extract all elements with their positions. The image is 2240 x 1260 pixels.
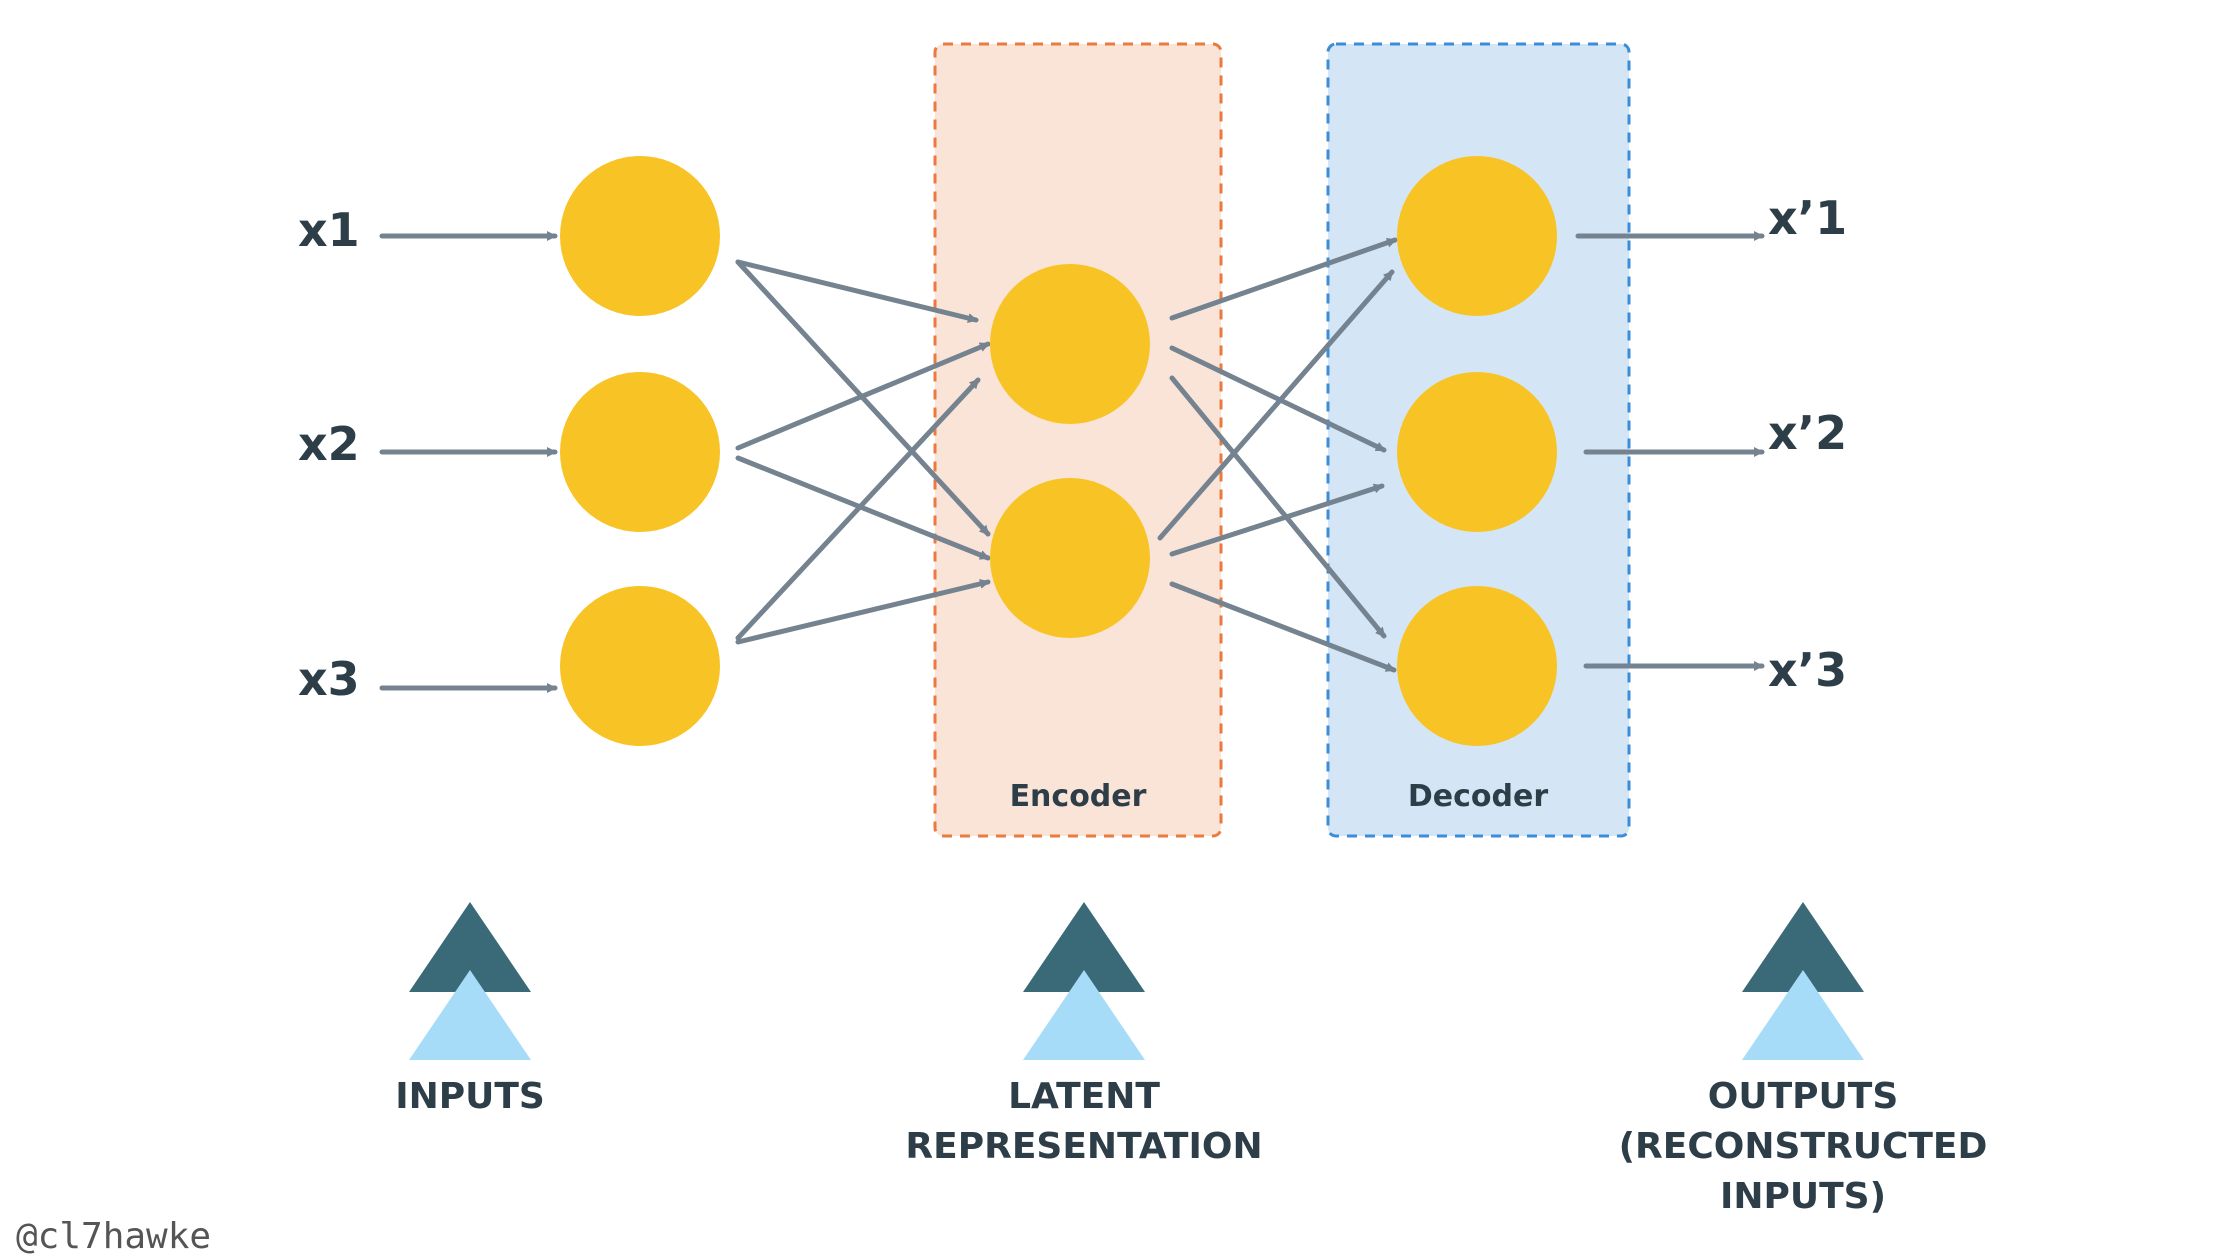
inputs-marker-light bbox=[409, 970, 531, 1060]
latent-marker bbox=[1023, 902, 1145, 1060]
output-node-3 bbox=[1397, 586, 1557, 746]
edge-in3-lat1 bbox=[735, 377, 981, 641]
outputs-marker-dark bbox=[1742, 902, 1864, 992]
inputs-marker-dark bbox=[409, 902, 531, 992]
input-node-1 bbox=[560, 156, 720, 316]
edge-lat1-out3 bbox=[1169, 375, 1387, 639]
latent-caption-line-1: LATENT bbox=[1008, 1076, 1160, 1117]
encoder-box bbox=[933, 42, 1223, 838]
edge-lat2-out2 bbox=[1169, 483, 1385, 557]
outputs-caption-line-3: INPUTS) bbox=[1720, 1176, 1886, 1217]
output-label-2: x’2 bbox=[1768, 406, 1847, 460]
inputs-caption-line-1: INPUTS bbox=[395, 1076, 545, 1117]
edge-in2-lat2 bbox=[735, 455, 991, 561]
decoder-label: Decoder bbox=[1408, 779, 1548, 814]
outputs-caption-line-2: (RECONSTRUCTED bbox=[1619, 1126, 1988, 1167]
encoder-label: Encoder bbox=[1010, 779, 1147, 814]
output-node-1 bbox=[1397, 156, 1557, 316]
latent-node-2 bbox=[990, 478, 1150, 638]
edge-in3-lat2 bbox=[735, 579, 991, 645]
input-node-3 bbox=[560, 586, 720, 746]
output-label-1: x’1 bbox=[1768, 191, 1847, 245]
outputs-marker bbox=[1742, 902, 1864, 1060]
latent-caption-line-2: REPRESENTATION bbox=[905, 1126, 1262, 1167]
latent-marker-dark bbox=[1023, 902, 1145, 992]
input-node-2 bbox=[560, 372, 720, 532]
outputs-caption-line-1: OUTPUTS bbox=[1708, 1076, 1899, 1117]
edge-in1-lat1 bbox=[735, 259, 979, 323]
node-group bbox=[560, 156, 1557, 746]
input-label-1: x1 bbox=[298, 203, 360, 257]
output-label-3: x’3 bbox=[1768, 643, 1847, 697]
outputs-marker-light bbox=[1742, 970, 1864, 1060]
edge-lat1-out1 bbox=[1169, 237, 1398, 321]
input-label-3: x3 bbox=[298, 652, 360, 706]
output-node-2 bbox=[1397, 372, 1557, 532]
watermark: @cl7hawke bbox=[16, 1216, 211, 1257]
latent-node-1 bbox=[990, 264, 1150, 424]
edge-lat2-out3 bbox=[1169, 581, 1397, 673]
input-label-2: x2 bbox=[298, 417, 360, 471]
edge-lat2-out1 bbox=[1157, 269, 1395, 541]
edge-group bbox=[379, 231, 1765, 693]
latent-marker-light bbox=[1023, 970, 1145, 1060]
inputs-marker bbox=[409, 902, 531, 1060]
edge-in2-lat1 bbox=[735, 341, 991, 451]
